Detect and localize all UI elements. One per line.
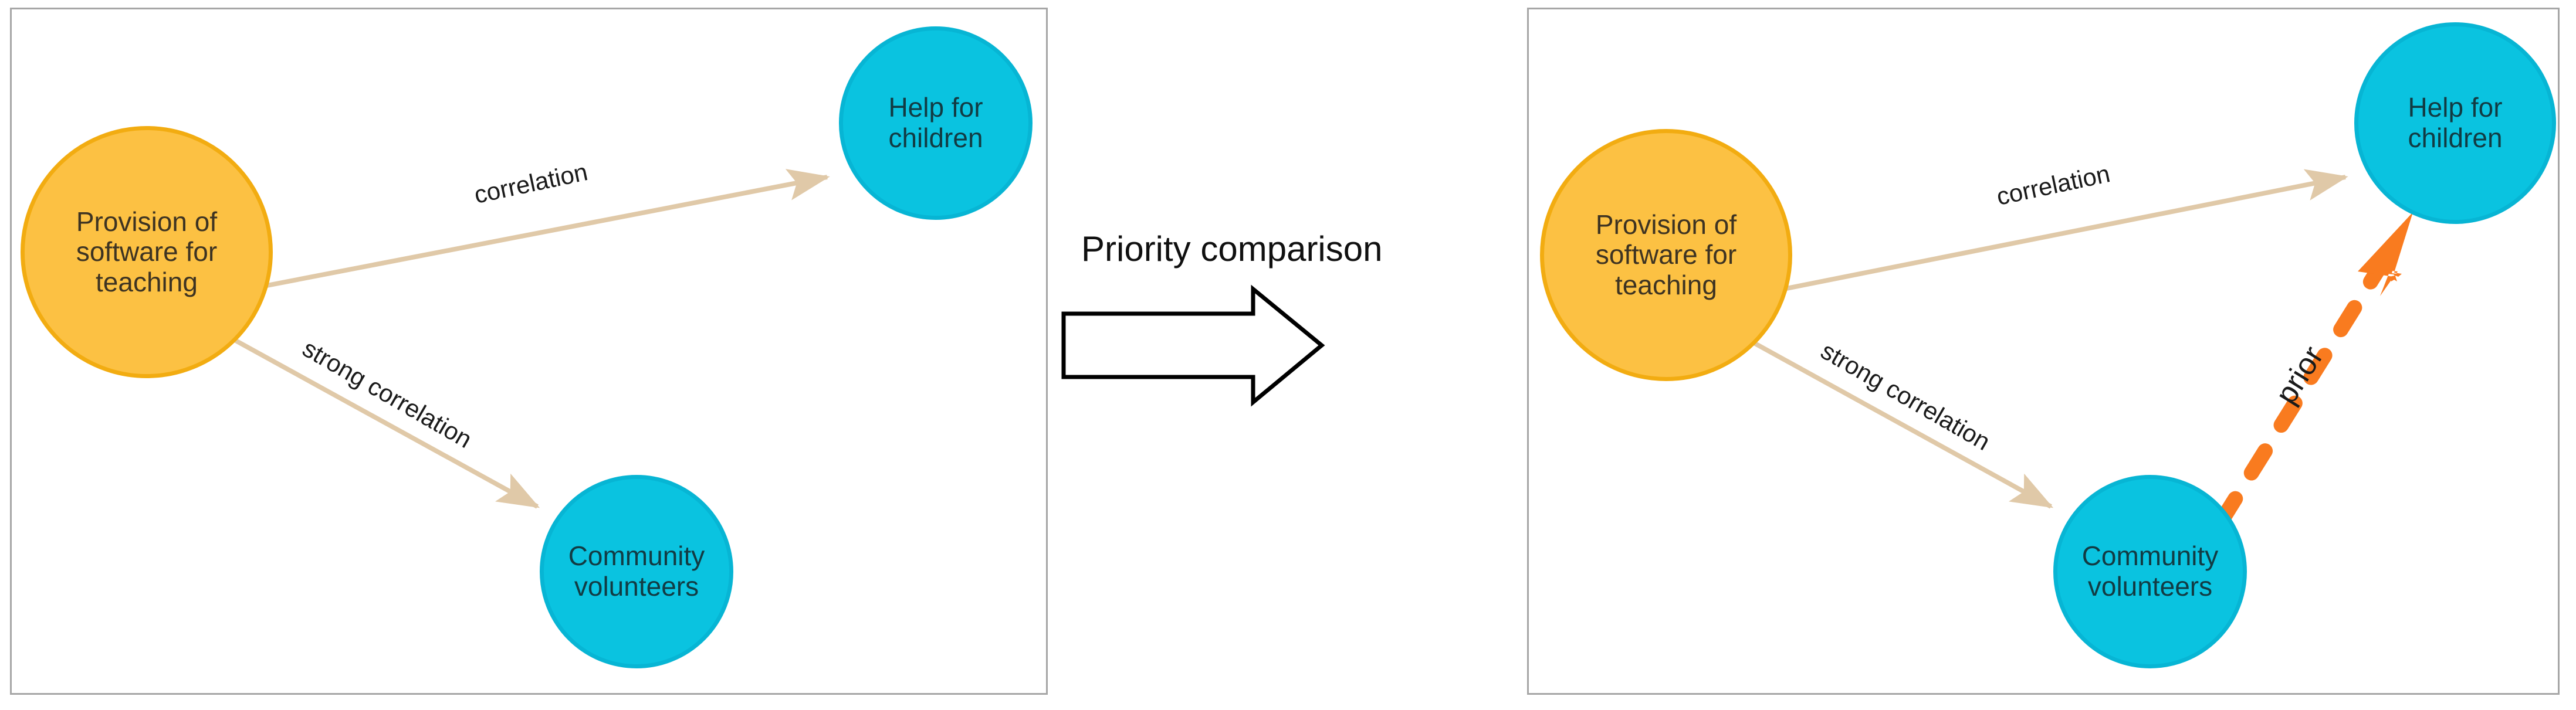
node-label: Provision of software for teaching bbox=[76, 206, 218, 297]
node-community-volunteers-right[interactable]: Community volunteers bbox=[2053, 475, 2247, 668]
priority-comparison-block-arrow bbox=[1061, 284, 1325, 407]
node-provision-of-software-for-teaching-right[interactable]: Provision of software for teaching bbox=[1540, 129, 1792, 381]
node-community-volunteers-left[interactable]: Community volunteers bbox=[540, 475, 733, 668]
node-help-for-children-left[interactable]: Help for children bbox=[839, 26, 1033, 220]
node-provision-of-software-for-teaching-left[interactable]: Provision of software for teaching bbox=[21, 126, 273, 378]
node-help-for-children-right[interactable]: Help for children bbox=[2354, 22, 2556, 224]
priority-comparison-label: Priority comparison bbox=[1081, 229, 1383, 269]
node-label: Help for children bbox=[2408, 92, 2503, 153]
node-label: Help for children bbox=[888, 92, 983, 153]
node-label: Community volunteers bbox=[568, 541, 705, 602]
node-label: Provision of software for teaching bbox=[1595, 209, 1737, 300]
node-label: Community volunteers bbox=[2081, 541, 2219, 602]
